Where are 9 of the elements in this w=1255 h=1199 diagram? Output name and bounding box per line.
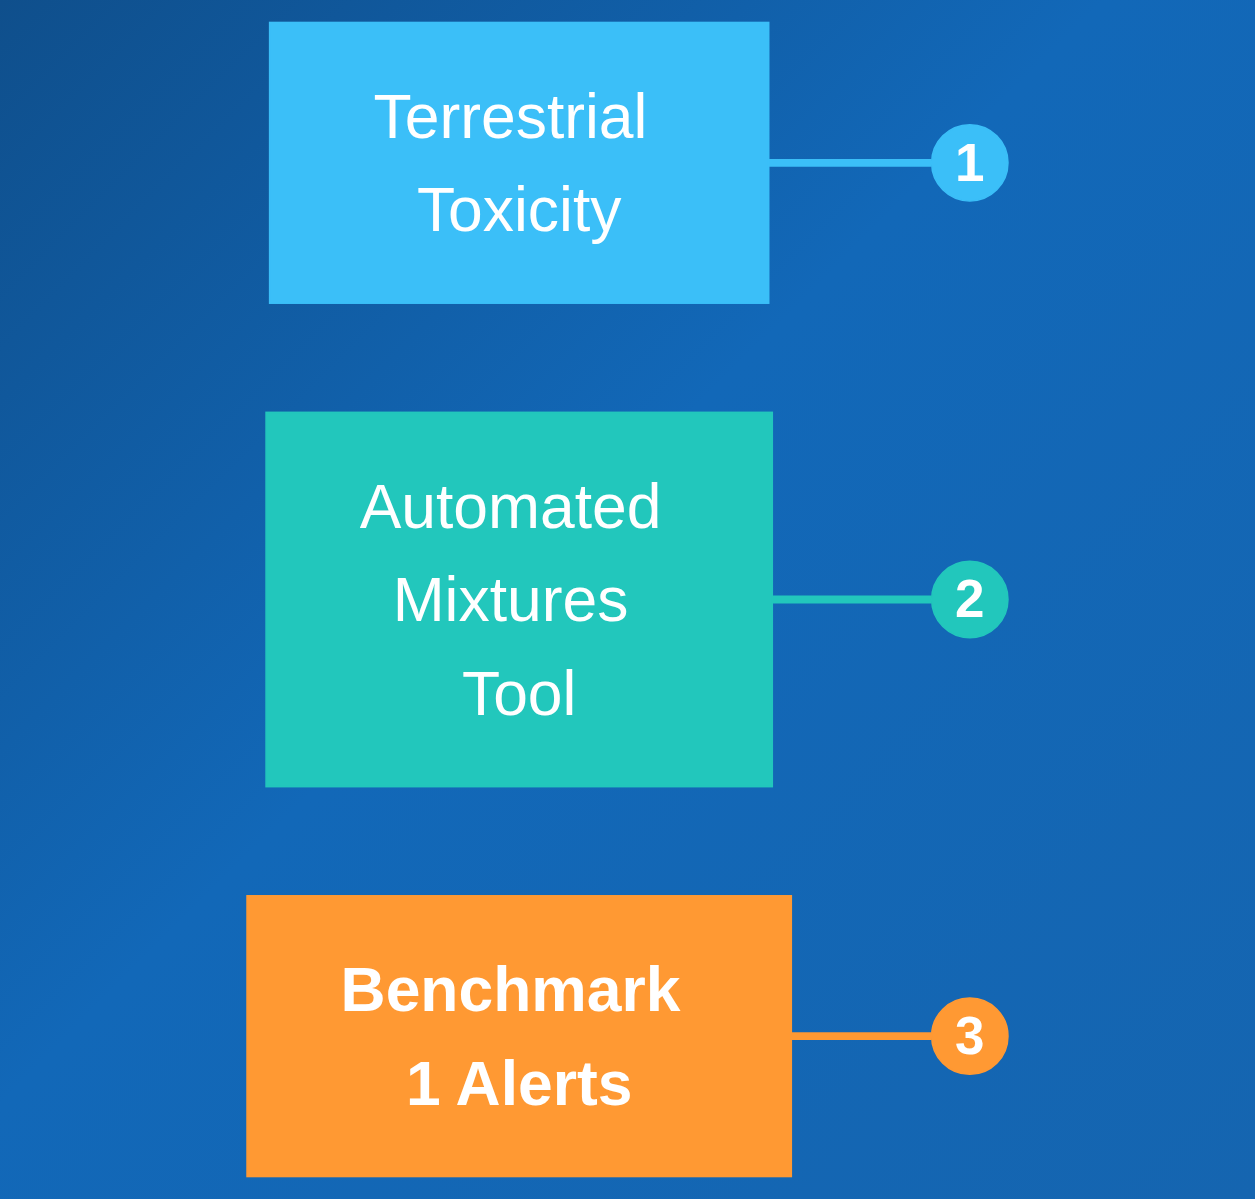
node-circle: 1 [930,123,1009,202]
node-circle: 2 [930,560,1009,639]
connector [772,595,932,604]
node-box: Automated Mixtures Tool [265,411,774,788]
node-box: Terrestrial Toxicity [268,21,770,304]
connector [768,158,932,167]
connector [791,1032,932,1041]
node-circle: 3 [930,997,1009,1076]
node-box: Benchmark 1 Alerts [246,895,793,1178]
